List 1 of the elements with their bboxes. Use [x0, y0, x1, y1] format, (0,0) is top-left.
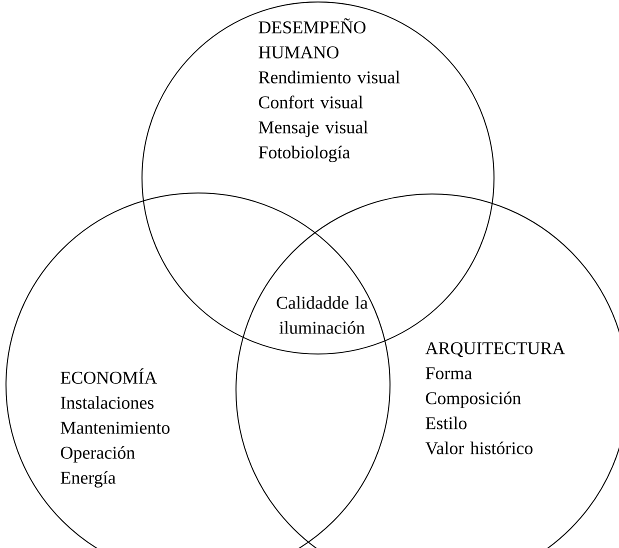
overlap-label: Calidadde la iluminación [276, 296, 368, 334]
